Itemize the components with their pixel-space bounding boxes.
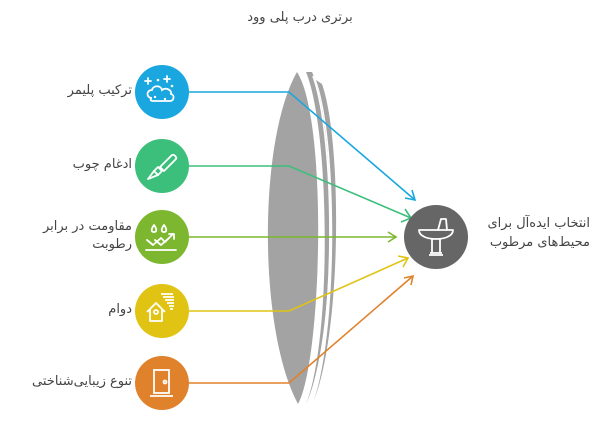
factor-icon-5 [135, 356, 189, 410]
factor-icon-2 [135, 139, 189, 193]
target-label-line2: محیط‌های مرطوب [489, 235, 590, 250]
factor-label-5: تنوع زیبایی‌شناختی [32, 374, 132, 389]
target-icon [404, 205, 468, 269]
factor-label-3-line1: مقاومت در برابر [42, 219, 132, 234]
factor-label-1: ترکیب پلیمر [67, 83, 132, 98]
factor-label-3: مقاومت در برابر رطوبت [43, 218, 132, 254]
target-label-line1: انتخاب ایده‌آل برای [487, 216, 590, 231]
factor-icon-4 [135, 284, 189, 338]
factor-icon-1 [135, 65, 189, 119]
connector-line-1 [189, 91, 416, 201]
factor-label-3-line2: رطوبت [92, 237, 132, 252]
factor-icon-3 [135, 210, 189, 264]
factor-label-4: دوام [108, 302, 132, 317]
factor-label-2: ادغام چوب [72, 157, 132, 172]
connector-line-2 [189, 165, 412, 219]
target-label: انتخاب ایده‌آل برای محیط‌های مرطوب [487, 214, 590, 252]
connector-line-4 [189, 257, 409, 312]
diagram-title: برتری درب پلی وود [247, 10, 353, 25]
connector-line-5 [189, 275, 414, 384]
lens-shape [267, 71, 337, 405]
